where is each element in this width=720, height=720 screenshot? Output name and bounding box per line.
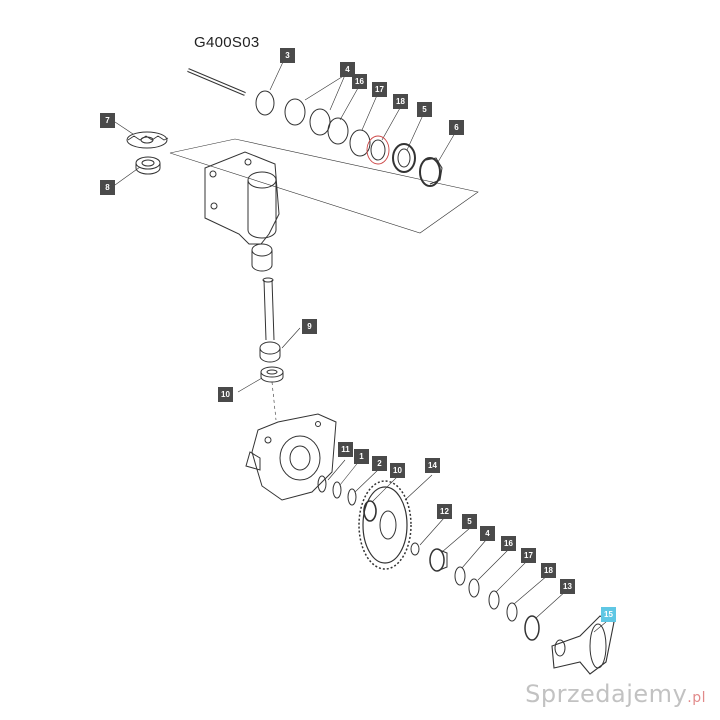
callout-4[interactable]: 4	[340, 62, 355, 77]
callout-10-lower[interactable]: 10	[390, 463, 405, 478]
callout-18[interactable]: 18	[393, 94, 408, 109]
callout-4-lower[interactable]: 4	[480, 526, 495, 541]
callout-8[interactable]: 8	[100, 180, 115, 195]
callout-11[interactable]: 11	[338, 442, 353, 457]
callout-6[interactable]: 6	[449, 120, 464, 135]
output-flange-part	[551, 615, 615, 675]
upper-housing-part	[204, 151, 280, 272]
bearing-lower-part	[363, 500, 377, 522]
callout-1[interactable]: 1	[354, 449, 369, 464]
bearing-12-part	[429, 548, 445, 572]
watermark: Sprzedajemy.pl	[525, 680, 706, 708]
callout-7[interactable]: 7	[100, 113, 115, 128]
bearing-part	[392, 143, 416, 173]
housing-outline	[169, 138, 479, 234]
callout-5[interactable]: 5	[417, 102, 432, 117]
watermark-suffix: .pl	[687, 690, 706, 706]
vertical-shaft-part	[259, 277, 281, 363]
callout-13[interactable]: 13	[560, 579, 575, 594]
watermark-text: Sprzedajemy	[525, 680, 688, 708]
crown-gear-part	[358, 480, 412, 570]
bearing-small-part	[135, 156, 161, 175]
shim-ring-part	[284, 98, 306, 126]
callout-5-lower[interactable]: 5	[462, 514, 477, 529]
diagram-code-label: G400S03	[194, 34, 260, 51]
callout-10-upper[interactable]: 10	[218, 387, 233, 402]
bevel-gear-small-part	[126, 131, 169, 149]
seal-ring-part	[366, 135, 390, 165]
snap-ring-part	[255, 90, 275, 116]
callout-3[interactable]: 3	[280, 48, 295, 63]
callout-16-lower[interactable]: 16	[501, 536, 516, 551]
callout-2[interactable]: 2	[372, 456, 387, 471]
lower-housing-part	[245, 413, 337, 501]
callout-15-highlighted[interactable]: 15	[601, 607, 616, 622]
shaft-part	[187, 68, 246, 96]
bearing-13-part	[524, 615, 540, 641]
bevel-pinion-part	[419, 157, 443, 187]
callout-9[interactable]: 9	[302, 319, 317, 334]
callout-17[interactable]: 17	[372, 82, 387, 97]
callout-17-lower[interactable]: 17	[521, 548, 536, 563]
callout-18-lower[interactable]: 18	[541, 563, 556, 578]
callout-14[interactable]: 14	[425, 458, 440, 473]
callout-12[interactable]: 12	[437, 504, 452, 519]
bearing-mid-part	[260, 366, 284, 383]
callout-16[interactable]: 16	[352, 74, 367, 89]
